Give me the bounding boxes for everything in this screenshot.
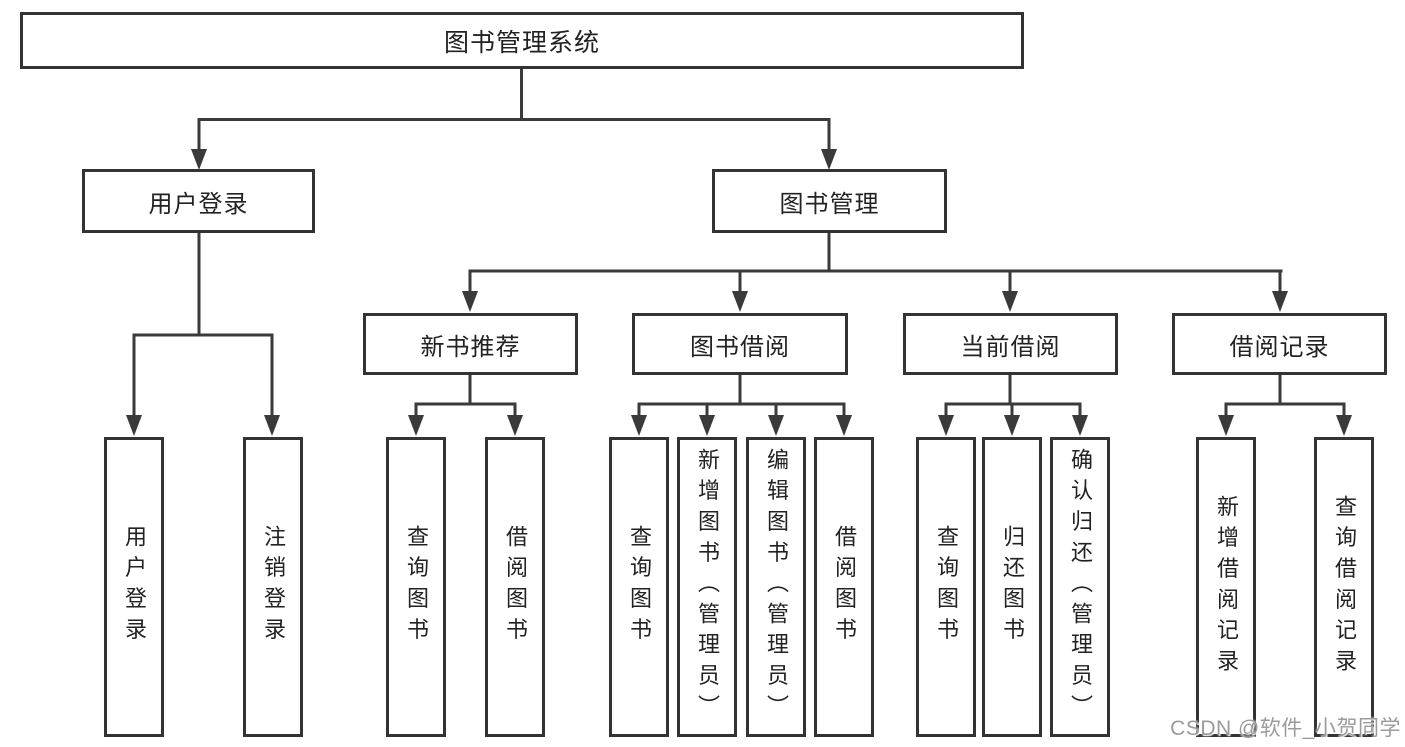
leaf-logout: 注销登录	[243, 437, 303, 737]
leaf-user-login-label: 用户登录	[122, 525, 147, 649]
leaf-confirm-return-admin: 确认归还（管理员）	[1050, 437, 1110, 737]
arrowhead-icon	[1002, 291, 1018, 312]
leaf-edit-books-admin-label: 编辑图书（管理员）	[764, 448, 789, 726]
arrowhead-icon	[699, 415, 715, 436]
connector-user-login-branch	[132, 232, 274, 418]
connector-book-mgmt-branch	[468, 232, 1283, 294]
leaf-add-books-admin-label: 新增图书（管理员）	[695, 448, 720, 726]
leaf-add-books-admin: 新增图书（管理员）	[677, 437, 737, 737]
leaf-user-login: 用户登录	[104, 437, 164, 737]
leaf-return-books-label: 归还图书	[1000, 525, 1025, 649]
arrowhead-icon	[768, 415, 784, 436]
node-book-borrowing-label: 图书借阅	[690, 333, 790, 361]
leaf-confirm-return-admin-label: 确认归还（管理员）	[1068, 448, 1093, 726]
arrowhead-icon	[938, 415, 954, 436]
leaf-newbook-borrow-books: 借阅图书	[485, 437, 545, 737]
leaf-borrow-books-label: 借阅图书	[832, 525, 857, 649]
arrowhead-icon	[408, 415, 424, 436]
leaf-add-borrow-record-label: 新增借阅记录	[1214, 494, 1239, 680]
node-root: 图书管理系统	[20, 12, 1024, 69]
node-book-management: 图书管理	[712, 169, 947, 233]
node-book-borrowing: 图书借阅	[632, 313, 848, 375]
node-borrowing-records-label: 借阅记录	[1229, 333, 1330, 361]
arrowheads-user-login	[126, 415, 280, 436]
node-borrowing-records: 借阅记录	[1172, 313, 1387, 375]
arrowhead-icon	[1004, 415, 1020, 436]
arrowhead-icon	[1272, 291, 1288, 312]
arrowhead-icon	[264, 415, 280, 436]
node-root-label: 图书管理系统	[443, 28, 600, 57]
arrowhead-icon	[836, 415, 852, 436]
connector-book-borrow-rake	[637, 374, 846, 420]
arrowhead-icon	[821, 149, 837, 170]
arrowheads-level2	[191, 149, 837, 170]
connector-new-book-rake	[414, 374, 517, 420]
leaf-borrow-query-books: 查询图书	[609, 437, 669, 737]
leaf-add-borrow-record: 新增借阅记录	[1196, 437, 1256, 737]
arrowhead-icon	[507, 415, 523, 436]
arrowheads-book-borrow	[631, 415, 852, 436]
leaf-query-borrow-record-label: 查询借阅记录	[1332, 494, 1357, 680]
leaf-newbook-borrow-books-label: 借阅图书	[503, 525, 528, 649]
arrowhead-icon	[462, 291, 478, 312]
leaf-edit-books-admin: 编辑图书（管理员）	[746, 437, 806, 737]
node-new-book-recommend: 新书推荐	[363, 313, 578, 375]
leaf-newbook-query-books-label: 查询图书	[404, 525, 429, 649]
csdn-watermark: CSDN @软件_小贺同学	[1170, 717, 1401, 740]
connector-borrow-record-rake	[1224, 374, 1346, 420]
leaf-logout-label: 注销登录	[261, 525, 286, 649]
leaf-return-books: 归还图书	[982, 437, 1042, 737]
arrowhead-icon	[126, 415, 142, 436]
arrowhead-icon	[631, 415, 647, 436]
node-new-book-recommend-label: 新书推荐	[420, 333, 521, 361]
connector-current-borrow-rake	[944, 374, 1082, 420]
node-user-login-group: 用户登录	[82, 169, 315, 233]
leaf-current-query-books: 查询图书	[916, 437, 976, 737]
arrowhead-icon	[191, 149, 207, 170]
leaf-borrow-books: 借阅图书	[814, 437, 874, 737]
node-current-borrowing-label: 当前借阅	[960, 333, 1061, 361]
arrowhead-icon	[1218, 415, 1234, 436]
arrowheads-current-borrow	[938, 415, 1088, 436]
leaf-query-borrow-record: 查询借阅记录	[1314, 437, 1374, 737]
node-book-management-label: 图书管理	[779, 190, 880, 218]
arrowheads-level3	[462, 291, 1288, 312]
leaf-current-query-books-label: 查询图书	[934, 525, 959, 649]
node-current-borrowing: 当前借阅	[903, 313, 1118, 375]
leaf-newbook-query-books: 查询图书	[386, 437, 446, 737]
leaf-borrow-query-books-label: 查询图书	[627, 525, 652, 649]
connector-root-to-level2	[197, 66, 831, 152]
arrowhead-icon	[1336, 415, 1352, 436]
arrowheads-new-book	[408, 415, 523, 436]
node-user-login-group-label: 用户登录	[148, 190, 249, 218]
arrowhead-icon	[732, 291, 748, 312]
arrowheads-borrow-record	[1218, 415, 1352, 436]
arrowhead-icon	[1072, 415, 1088, 436]
